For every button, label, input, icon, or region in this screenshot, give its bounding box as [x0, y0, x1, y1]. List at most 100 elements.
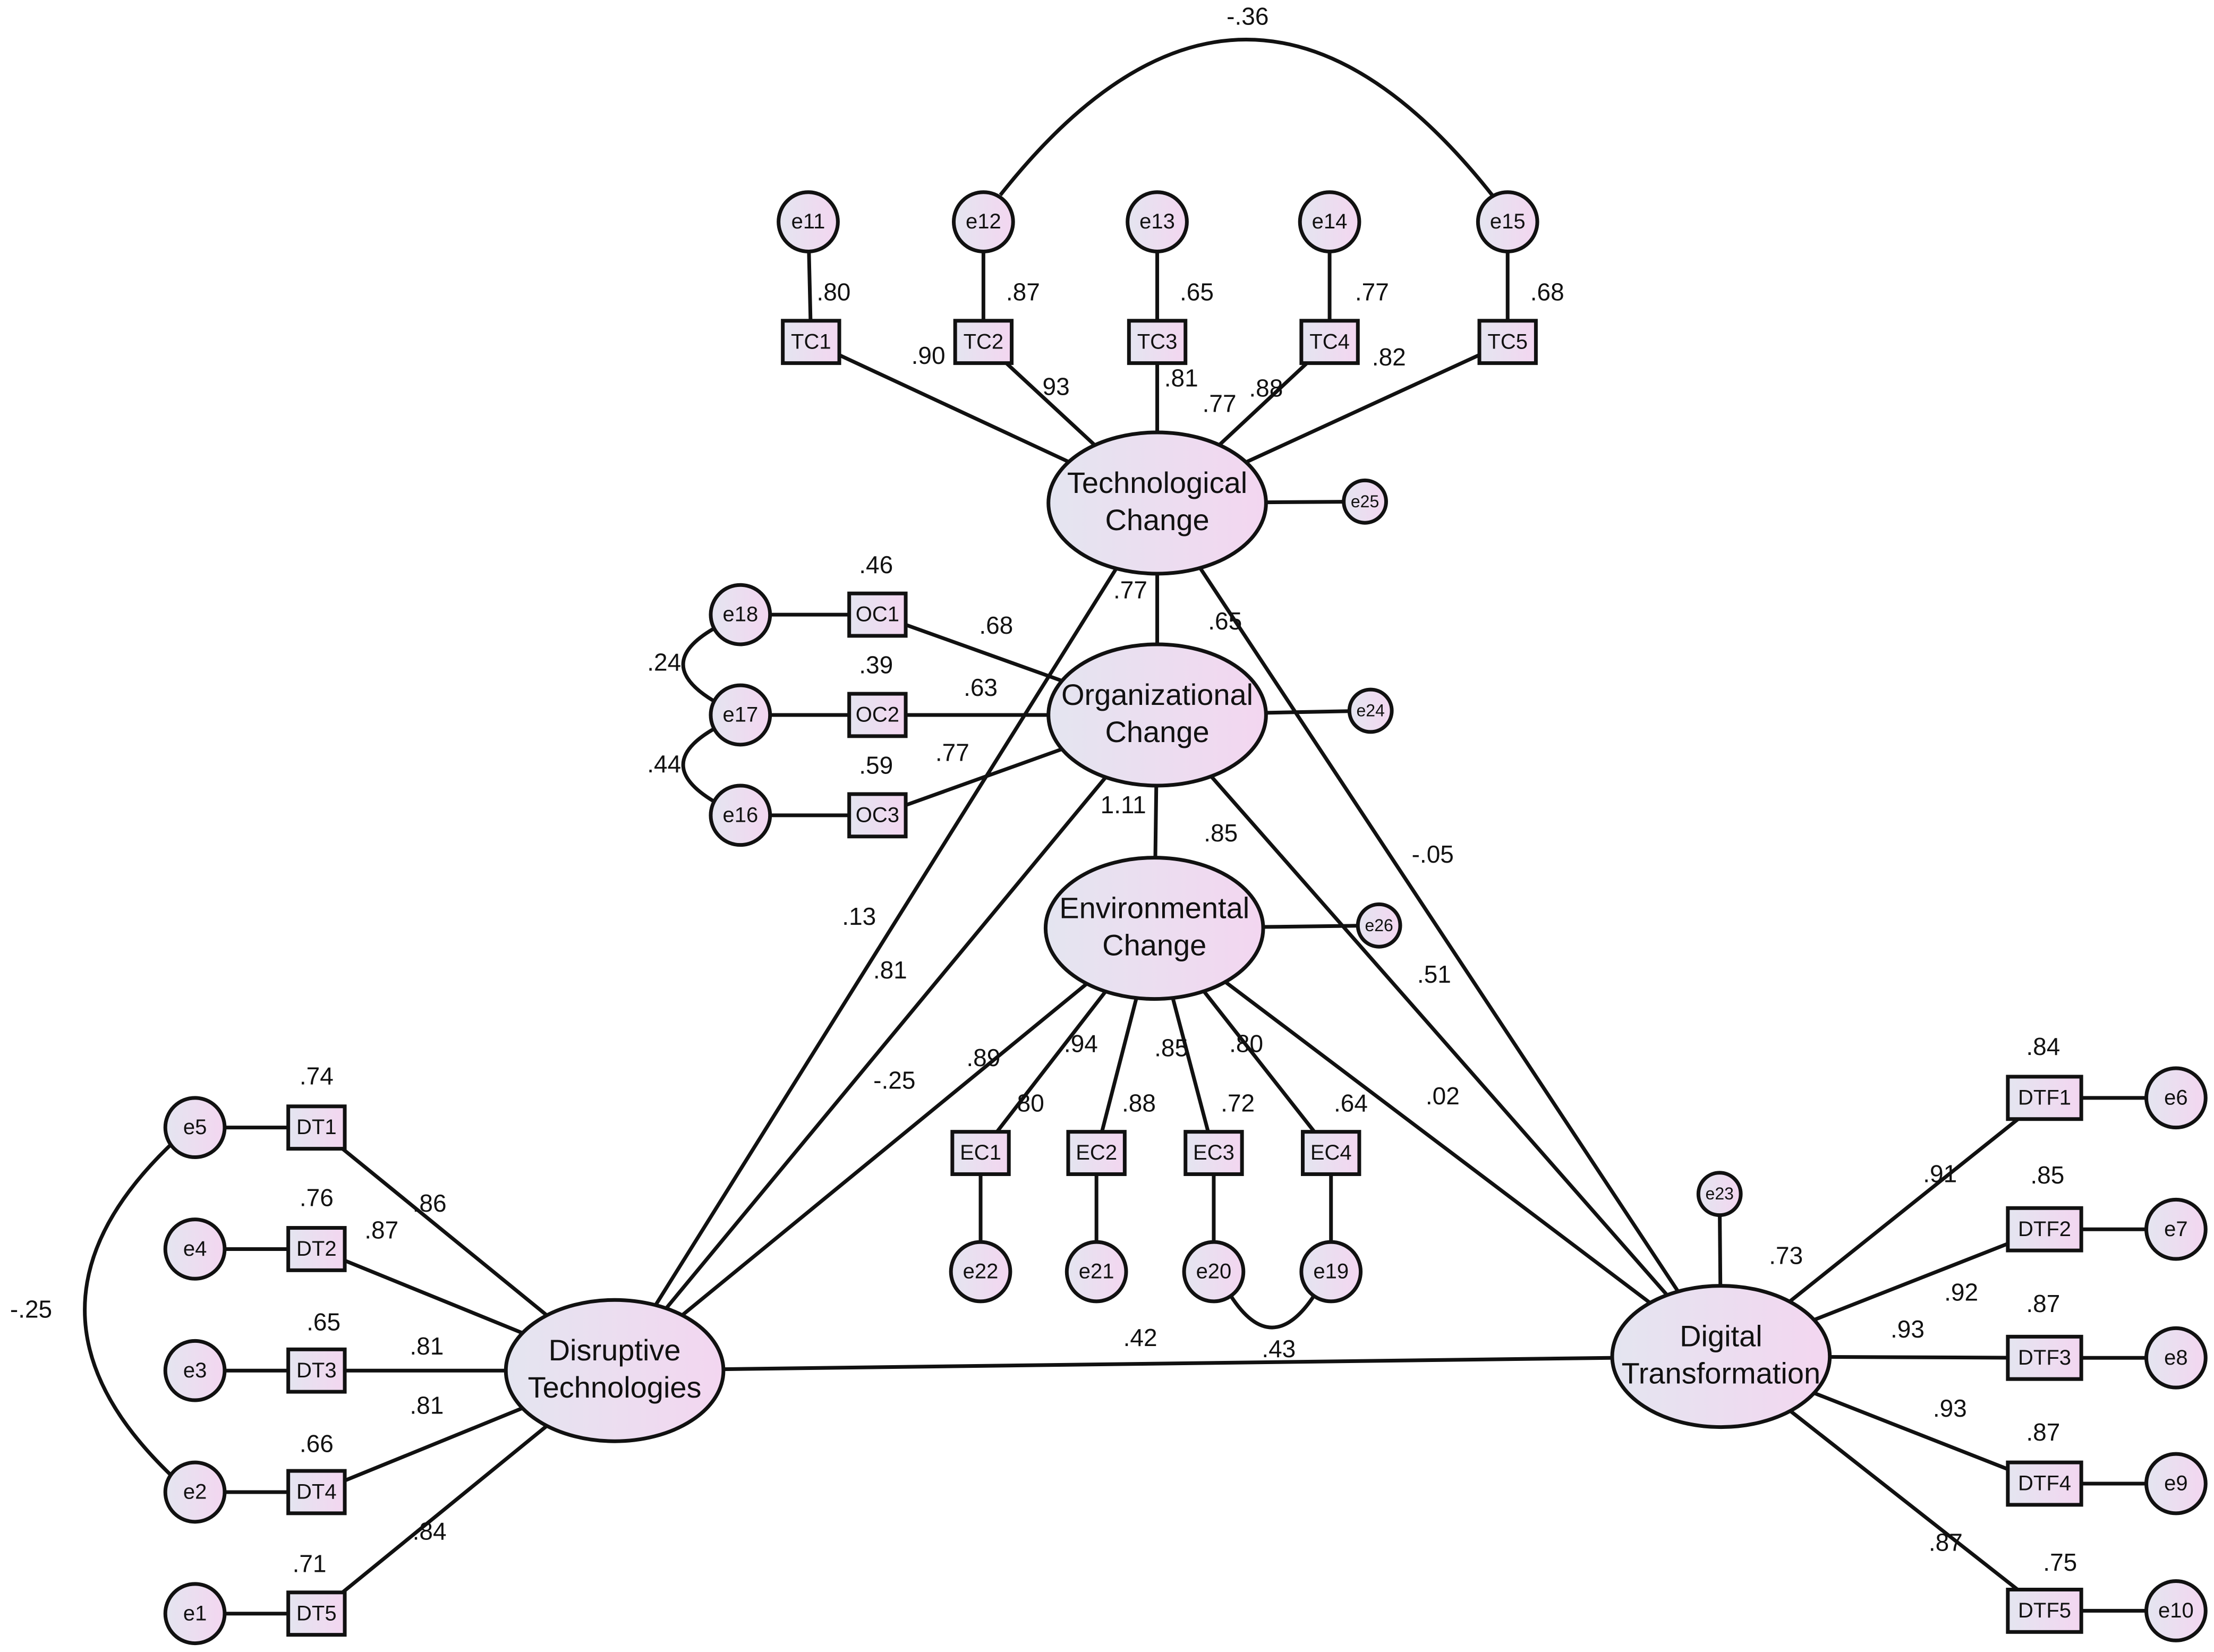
covariance-coef-e17-e16: .44	[647, 750, 681, 778]
loading-arrow-ec3	[1171, 997, 1210, 1132]
latent-ellipse-dt	[504, 1298, 726, 1443]
indicator-box-dt5	[286, 1590, 347, 1637]
error-term-e14: e14	[1298, 190, 1361, 253]
indicator-box-dtf3	[2006, 1334, 2083, 1381]
loading-coef-tc2: .93	[1036, 373, 1070, 401]
r-squared-dt2: .76	[300, 1183, 334, 1211]
indicator-label-dtf3: DTF3	[2018, 1346, 2071, 1369]
error-term-e5: e5	[163, 1096, 227, 1160]
indicator-oc1: OC1	[847, 591, 908, 638]
indicator-label-dtf4: DTF4	[2018, 1472, 2071, 1495]
loading-arrow-ec1	[995, 990, 1108, 1133]
loading-arrow-dt5	[341, 1424, 548, 1594]
error-circle-e5	[163, 1096, 227, 1160]
indicator-dtf4: DTF4	[2006, 1460, 2083, 1507]
indicator-oc2: OC2	[847, 692, 908, 738]
indicator-box-dt3	[286, 1347, 347, 1394]
error-term-e22: e22	[949, 1240, 1012, 1304]
path-coef-oc-tc: .77	[1113, 576, 1147, 604]
r-squared-tc5: .68	[1530, 278, 1564, 305]
indicator-box-tc3	[1127, 319, 1188, 365]
error-term-e9: e9	[2144, 1452, 2208, 1515]
error-circle-e10	[2144, 1579, 2208, 1642]
latent-label-ec: Environmental	[1059, 891, 1249, 924]
covariance-curve-e5-e2	[83, 1141, 175, 1477]
indicator-label-tc2: TC2	[964, 330, 1004, 353]
path-arrow-oc-to-ec	[1153, 785, 1159, 858]
diagram-arrows	[83, 38, 2147, 1616]
error-circle-e13	[1126, 190, 1189, 253]
error-label-e25: e25	[1351, 492, 1379, 511]
error-term-e4: e4	[163, 1217, 227, 1281]
loading-arrow-dtf4	[1813, 1391, 2009, 1471]
error-term-e25: e25	[1342, 478, 1388, 525]
indicator-dt4: DT4	[286, 1469, 347, 1515]
indicator-label-ec4: EC4	[1310, 1141, 1352, 1164]
path-coef-oc-ec: 1.11	[1101, 791, 1146, 819]
indicator-label-dt4: DT4	[296, 1480, 337, 1504]
loading-coef-dt3: .81	[410, 1332, 444, 1360]
indicator-label-dtf5: DTF5	[2018, 1599, 2071, 1622]
error-term-e12: e12	[952, 190, 1015, 253]
loading-arrow-tc2	[1005, 362, 1096, 447]
indicator-box-dtf1	[2006, 1075, 2083, 1121]
latent-ellipse-dtf	[1610, 1284, 1832, 1429]
error-label-e19: e19	[1313, 1260, 1349, 1283]
path-arrow-dt-to-ec	[681, 982, 1088, 1317]
error-label-e2: e2	[183, 1480, 207, 1504]
loading-arrow-dtf5	[1789, 1409, 2019, 1591]
error-label-e13: e13	[1139, 210, 1175, 233]
error-label-e21: e21	[1079, 1260, 1114, 1283]
error-circle-e23	[1696, 1171, 1743, 1217]
error-term-e17: e17	[709, 683, 772, 747]
indicator-dtf5: DTF5	[2006, 1588, 2083, 1634]
r-squared-ec4: .64	[1334, 1089, 1368, 1117]
error-term-e11: e11	[777, 190, 840, 253]
error-label-e4: e4	[183, 1237, 207, 1261]
error-circle-e18	[709, 583, 772, 646]
error-term-e7: e7	[2144, 1197, 2208, 1261]
indicator-box-ec3	[1183, 1130, 1244, 1176]
error-label-e20: e20	[1196, 1260, 1232, 1283]
indicator-label-ec2: EC2	[1076, 1141, 1117, 1164]
error-circle-e25	[1342, 478, 1388, 525]
loading-arrow-dt1	[341, 1147, 548, 1317]
indicator-box-oc2	[847, 692, 908, 738]
error-term-e15: e15	[1476, 190, 1539, 253]
indicator-box-dtf2	[2006, 1206, 2083, 1253]
loading-arrow-tc5	[1245, 353, 1480, 464]
r-squared-dtf5: .75	[2043, 1548, 2077, 1576]
error-term-e20: e20	[1182, 1240, 1246, 1304]
indicator-ec4: EC4	[1301, 1130, 1361, 1176]
loading-arrow-oc1	[905, 623, 1063, 683]
loading-coef-oc1: .68	[979, 611, 1013, 639]
covariance-curve-e12-e15	[997, 38, 1494, 199]
path-arrow-dt-to-dtf	[723, 1356, 1613, 1372]
loading-arrow-dt4	[344, 1406, 523, 1483]
error-label-e5: e5	[183, 1115, 207, 1139]
error-term-e19: e19	[1299, 1240, 1363, 1304]
latent-label-dtf: Transformation	[1622, 1356, 1821, 1390]
error-label-e15: e15	[1490, 210, 1526, 233]
covariance-coef-e5-e2: -.25	[10, 1296, 52, 1323]
latent-ellipse-ec	[1043, 856, 1265, 1001]
disturbance-arrow-e24	[1266, 709, 1350, 715]
indicator-box-tc4	[1299, 319, 1360, 365]
latent-label-tc: Change	[1105, 503, 1209, 537]
loading-arrow-dtf2	[1813, 1242, 2009, 1322]
latent-label-dt: Disruptive	[549, 1333, 681, 1367]
error-term-e8: e8	[2144, 1326, 2208, 1390]
error-label-e16: e16	[722, 803, 758, 827]
loading-coef-ec4: .80	[1229, 1030, 1263, 1058]
loading-coef-oc2: .63	[964, 674, 998, 701]
loading-arrow-ec2	[1100, 997, 1138, 1132]
indicator-label-tc5: TC5	[1487, 330, 1528, 353]
error-circle-e11	[777, 190, 840, 253]
error-circle-e8	[2144, 1326, 2208, 1390]
error-label-e3: e3	[183, 1359, 207, 1382]
loading-arrow-oc3	[905, 747, 1063, 807]
